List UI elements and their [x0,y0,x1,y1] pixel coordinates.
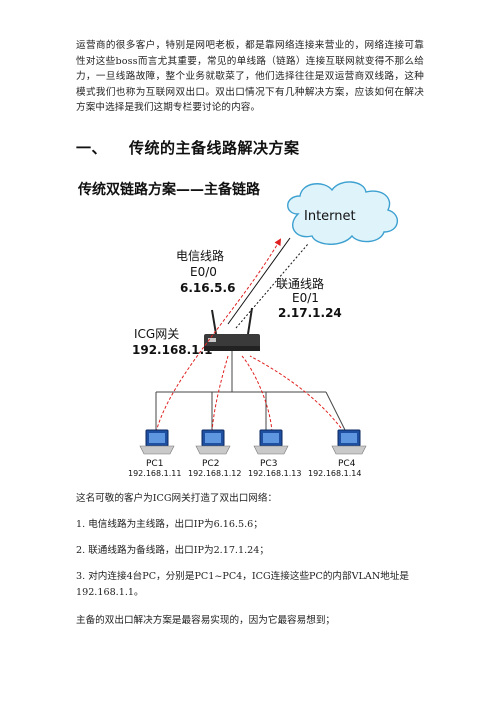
list-item-1: 1. 电信线路为主线路，出口IP为6.16.5.6； [76,519,263,530]
network-diagram: 传统双链路方案——主备链路 Internet 电信线路 E0/0 6.16.5.… [76,174,426,486]
closing-text: 主备的双出口解决方案是最容易实现的，因为它最容易想到； [76,615,336,626]
list-item-3: 3. 对内连接4台PC，分别是PC1~PC4，ICG连接这些PC的内部VLAN地… [76,571,410,598]
pc3-ip: 192.168.1.13 [248,469,301,478]
section-heading: 一、 传统的主备线路解决方案 [76,137,300,158]
traffic-arrow-pc3 [241,355,273,433]
gateway-name: ICG网关 [134,327,179,341]
laptop-icon-pc1 [139,429,175,455]
telecom-port: E0/0 [190,265,217,279]
section-title: 传统的主备线路解决方案 [129,139,300,157]
pc2-ip: 192.168.1.12 [188,469,241,478]
unicom-port: E0/1 [292,291,319,305]
telecom-line-name: 电信线路 [176,248,224,263]
intro-paragraph: 运营商的很多客户，特别是网吧老板，都是靠网络连接来营业的，网络连接可靠性对这些b… [76,40,424,114]
pc3-name: PC3 [260,459,277,469]
telecom-ip: 6.16.5.6 [180,281,235,295]
unicom-line-name: 联通线路 [276,276,324,291]
unicom-ip: 2.17.1.24 [278,306,342,320]
pc2-name: PC2 [202,459,219,469]
section-number: 一、 [76,139,108,157]
laptop-icon-pc4 [331,429,367,455]
router-icon [204,307,260,351]
pc1-name: PC1 [146,459,163,469]
traffic-arrow-pc1 [155,238,282,433]
internet-cloud-icon [287,181,398,245]
traffic-arrow-pc2 [211,355,229,433]
after-diagram-text: 这名可敬的客户为ICG网关打造了双出口网络： [76,493,278,504]
pc4-name: PC4 [338,459,356,469]
laptop-icon-pc3 [253,429,289,455]
diagram-title: 传统双链路方案——主备链路 [77,181,261,198]
list-item-2: 2. 联通线路为备线路，出口IP为2.17.1.24； [76,545,269,556]
traffic-arrow-pc4 [249,355,345,433]
internet-label: Internet [304,209,356,224]
unicom-link [235,243,309,329]
pc1-ip: 192.168.1.11 [128,469,181,478]
gateway-ip: 192.168.1.1 [132,343,212,357]
pc4-ip: 192.168.1.14 [308,469,361,478]
telecom-link [227,237,291,325]
laptop-icon-pc2 [195,429,231,455]
